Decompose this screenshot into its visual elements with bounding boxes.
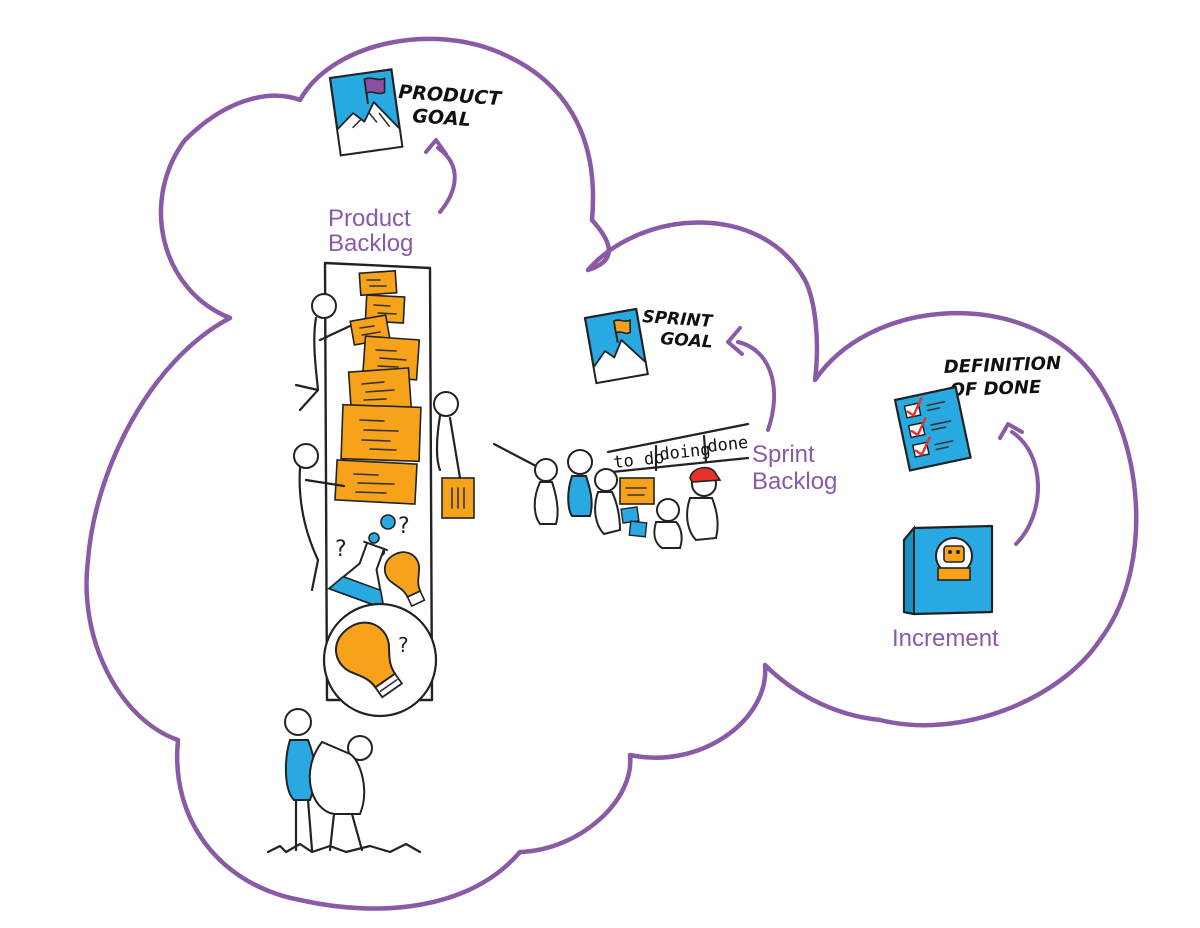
- lightbulb-icon: [335, 621, 404, 699]
- product-goal-label-line2: GOAL: [412, 105, 472, 131]
- arrow-to-definition-of-done: [998, 422, 1040, 546]
- question-mark-icon: ?: [335, 537, 347, 562]
- increment-icon: [902, 524, 994, 616]
- team-member-bottom-blue: [284, 708, 316, 852]
- team-member-bottom-white: [308, 735, 373, 852]
- sprint-goal-icon: [583, 307, 649, 385]
- cloud-outline: [84, 36, 1139, 911]
- arrow-to-product-goal: [424, 138, 457, 214]
- lightbulb-icon: [383, 551, 426, 608]
- definition-of-done-label-line1: DEFINITION: [943, 353, 1061, 378]
- flask-icon: [327, 540, 389, 610]
- definition-of-done-icon: [893, 385, 972, 472]
- product-backlog-label-line1: Product: [328, 205, 411, 232]
- product-backlog-item: [334, 459, 418, 505]
- board-column-doing: doing: [658, 440, 711, 465]
- sprint-backlog-label-line2: Backlog: [752, 468, 837, 495]
- definition-of-done-label-line2: OF DONE: [949, 377, 1042, 401]
- product-backlog-column: ? ?: [323, 261, 434, 702]
- increment-label: Increment: [892, 625, 999, 652]
- product-backlog-item: [364, 294, 406, 324]
- question-mark-icon: ?: [398, 514, 410, 539]
- product-backlog-item: [358, 269, 398, 297]
- sprint-goal-label-line2: GOAL: [660, 329, 714, 353]
- red-cap: [689, 466, 722, 483]
- board-column-to-do: to do: [612, 448, 665, 473]
- team-member-side: [293, 443, 346, 592]
- team-member-with-note: [433, 391, 475, 519]
- product-backlog-label-line2: Backlog: [328, 230, 413, 257]
- ground-grass: [266, 842, 422, 854]
- product-backlog-item: [340, 403, 422, 463]
- board-column-done: done: [706, 433, 749, 457]
- arrow-to-sprint-goal: [726, 326, 777, 432]
- team-member-climbing: [294, 293, 352, 412]
- question-mark-icon: ?: [398, 633, 409, 657]
- sprint-backlog-label-line1: Sprint: [752, 441, 815, 468]
- sprint-team: [492, 442, 722, 549]
- sprint-task-board: to do doing done: [606, 422, 749, 538]
- product-goal-icon: [328, 68, 404, 157]
- magnifier-with-idea: ?: [322, 602, 438, 718]
- sprint-goal-label-line1: SPRINT: [642, 307, 715, 332]
